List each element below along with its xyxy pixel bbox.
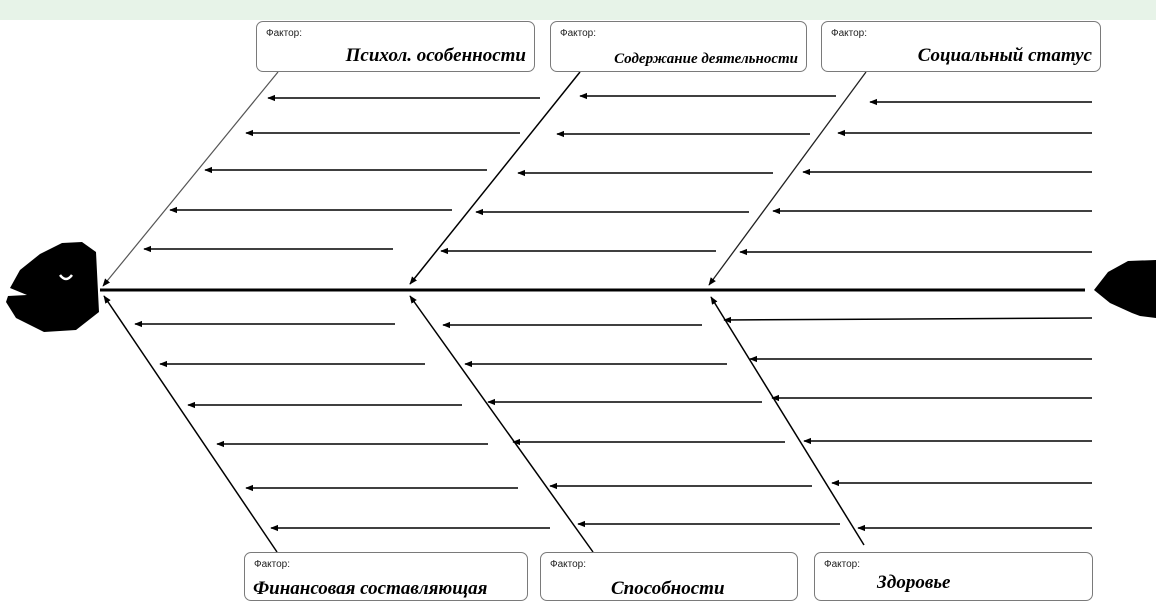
sub-cause-arrow — [723, 316, 1093, 324]
factor-caption: Фактор: — [550, 559, 587, 570]
factor-caption: Фактор: — [560, 28, 597, 39]
factor-box-psych: Фактор: Психол. особенности — [256, 21, 535, 72]
factor-caption: Фактор: — [266, 28, 303, 39]
fish-head-icon — [6, 242, 99, 332]
factor-caption: Фактор: — [831, 28, 868, 39]
top-strip — [0, 0, 1156, 20]
factor-caption: Фактор: — [254, 559, 291, 570]
factor-name: Психол. особенности — [345, 45, 526, 66]
factor-box-health: Фактор: Здоровье — [814, 552, 1093, 601]
rib-status — [708, 71, 867, 286]
factor-box-status: Фактор: Социальный статус — [821, 21, 1101, 72]
factor-caption: Фактор: — [824, 559, 861, 570]
factor-name: Содержание деятельности — [614, 51, 798, 67]
rib-abilities — [409, 295, 594, 553]
rib-finance — [103, 295, 278, 553]
factor-name: Финансовая составляющая — [253, 578, 488, 599]
factor-name: Социальный статус — [917, 45, 1092, 66]
rib-health — [710, 296, 865, 546]
rib-psych — [102, 71, 279, 287]
factor-name: Способности — [611, 578, 725, 599]
factor-box-content: Фактор: Содержание деятельности — [550, 21, 807, 72]
rib-content — [409, 71, 581, 285]
factor-box-abilities: Фактор: Способности — [540, 552, 798, 601]
factor-box-finance: Фактор: Финансовая составляющая — [244, 552, 528, 601]
factor-name: Здоровье — [877, 572, 951, 593]
fish-tail-icon — [1094, 260, 1156, 318]
